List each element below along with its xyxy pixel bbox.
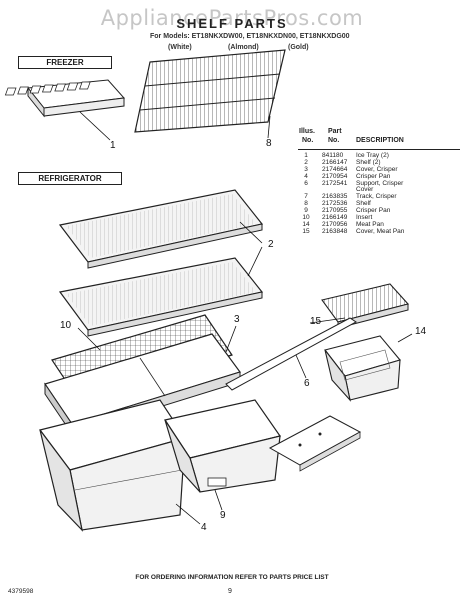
color-gold: (Gold) <box>288 44 309 51</box>
page-number: 9 <box>228 588 232 595</box>
freezer-wire-shelf <box>134 49 286 133</box>
shelf-upper <box>58 189 264 269</box>
callout-2: 2 <box>268 239 274 250</box>
header-illus: Illus. <box>299 128 315 135</box>
header-illus-no: No. <box>302 137 314 144</box>
watermark: AppliancePartsPros.com <box>100 6 364 30</box>
callout-4: 4 <box>201 522 207 533</box>
page-title: SHELF PARTS <box>176 16 288 31</box>
callout-14: 14 <box>415 326 427 337</box>
crisper-support <box>225 317 357 391</box>
callout-6: 6 <box>304 378 310 389</box>
crisper-pan-left <box>38 399 186 532</box>
color-white: (White) <box>168 44 192 51</box>
color-almond: (Almond) <box>228 44 259 51</box>
ice-tray <box>4 79 126 118</box>
callout-10: 10 <box>60 320 72 331</box>
callout-1: 1 <box>110 140 116 151</box>
callout-9: 9 <box>220 510 226 521</box>
document-number: 4379598 <box>8 588 34 595</box>
freezer-label: FREEZER <box>18 56 112 69</box>
meat-pan <box>324 335 401 402</box>
header-part-no: No. <box>328 137 340 144</box>
ordering-note: FOR ORDERING INFORMATION REFER TO PARTS … <box>135 574 329 581</box>
header-rule <box>298 149 460 150</box>
shelf-lower <box>58 257 264 337</box>
callout-3: 3 <box>234 314 240 325</box>
callout-15: 15 <box>310 316 322 327</box>
leader-lines <box>77 111 413 525</box>
refrigerator-label: REFRIGERATOR <box>18 172 122 185</box>
callout-8: 8 <box>266 138 272 149</box>
table-row: Cover <box>356 186 374 194</box>
crisper-track <box>268 415 362 472</box>
meat-pan-cover <box>321 283 410 329</box>
header-description: DESCRIPTION <box>356 137 404 144</box>
crisper-pan-right <box>164 399 281 493</box>
models-line: For Models: ET18NKXDW00, ET18NKXDN00, ET… <box>150 33 350 40</box>
header-part: Part <box>328 128 342 135</box>
